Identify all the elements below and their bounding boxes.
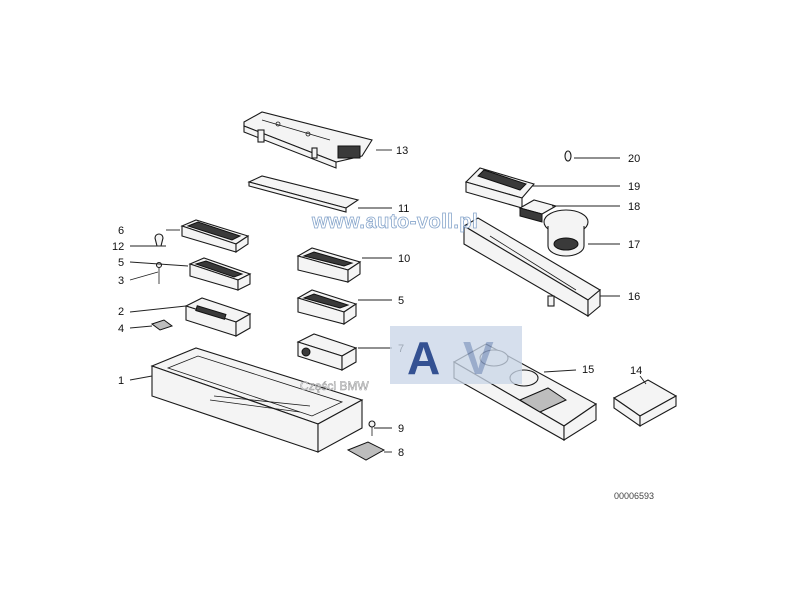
watermark-url: www.auto-voll.pl	[311, 211, 478, 233]
document-number: 00006593	[614, 491, 654, 501]
part-16-rear-console	[462, 217, 601, 318]
watermark-logo-caption: Części BMW	[300, 379, 369, 393]
callout-2: 2	[118, 306, 124, 318]
watermark-logo-box	[390, 326, 522, 384]
callout-5-left: 5	[118, 257, 124, 269]
callout-14: 14	[630, 365, 642, 377]
part-3-screw	[155, 261, 163, 284]
watermark-logo-a: A	[407, 332, 440, 384]
part-5-box-left	[188, 257, 252, 291]
callout-labels: 1 2 3 4 5 6 7 8 9 10 11 12 13 14 15 16 1…	[112, 145, 642, 459]
part-6-tray	[180, 219, 250, 254]
part-5-box-right	[296, 289, 358, 326]
callout-4: 4	[118, 323, 124, 335]
callout-10: 10	[398, 253, 410, 265]
leader-lines	[129, 149, 647, 453]
part-14-lid	[612, 379, 678, 428]
callout-1: 1	[118, 375, 124, 387]
part-4-nut	[150, 319, 174, 331]
part-19-display	[464, 167, 535, 209]
callout-11: 11	[398, 203, 409, 215]
part-2-box	[184, 297, 252, 337]
callout-20: 20	[628, 153, 640, 165]
part-9-screw	[368, 420, 376, 436]
part-17-cupholder	[543, 209, 589, 257]
callout-12: 12	[112, 241, 124, 253]
part-20-bulb	[564, 150, 572, 162]
callout-5-right: 5	[398, 295, 404, 307]
callout-19: 19	[628, 181, 640, 193]
part-7-ashtray	[296, 333, 358, 371]
part-11-mat	[247, 175, 360, 213]
callout-8: 8	[398, 447, 404, 459]
callout-18: 18	[628, 201, 640, 213]
part-10-box	[296, 247, 362, 284]
callout-6: 6	[118, 225, 124, 237]
watermark-logo-v: V	[463, 332, 494, 384]
callout-16: 16	[628, 291, 640, 303]
watermark: www.auto-voll.pl A V Części BMW	[300, 211, 522, 393]
part-13-bracket	[243, 111, 373, 169]
part-1-base-tray	[150, 347, 364, 453]
part-8-clip	[346, 441, 386, 461]
callout-3: 3	[118, 275, 124, 287]
callout-15: 15	[582, 364, 594, 376]
callout-17: 17	[628, 239, 640, 251]
callout-13: 13	[396, 145, 408, 157]
callout-9: 9	[398, 423, 404, 435]
part-12-clip	[154, 233, 164, 247]
